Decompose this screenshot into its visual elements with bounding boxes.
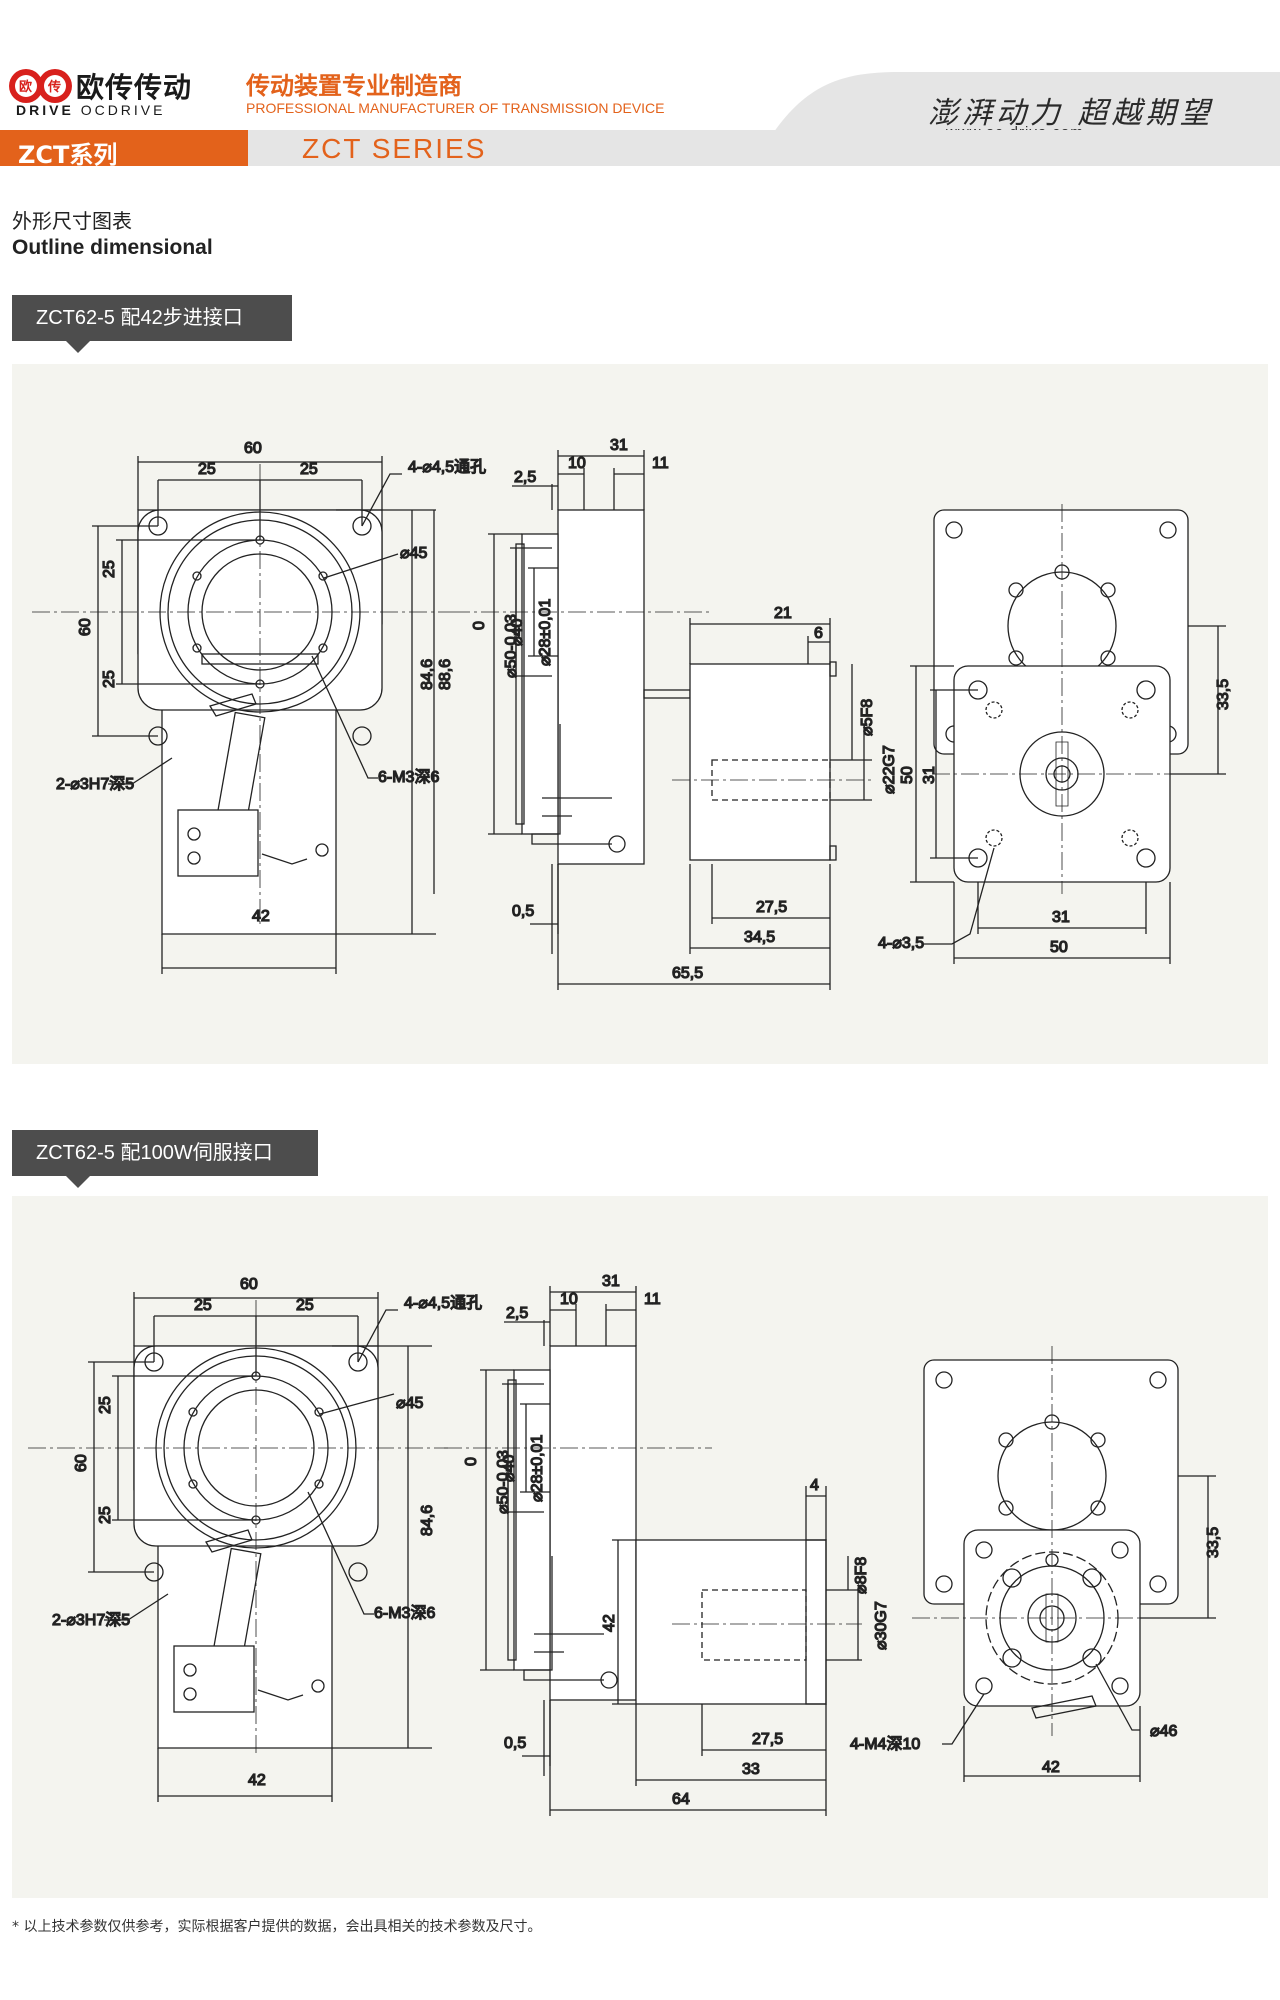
back-h1: 42: [1042, 1759, 1060, 1776]
front-side-down: 25: [97, 1506, 114, 1524]
side-right: 11: [652, 455, 669, 472]
side-dim-b: 34,5: [744, 929, 775, 946]
front-half-right: 25: [300, 461, 318, 478]
side-motor-height: 42: [601, 1614, 618, 1632]
front-pins: 2-⌀3H7深5: [52, 1611, 130, 1629]
front-half-left: 25: [198, 461, 216, 478]
drawing-tab-stepper: ZCT62-5 配42步进接口: [12, 295, 292, 341]
side-left: 10: [568, 455, 586, 472]
logo-english-rest: OCDRIVE: [80, 102, 166, 118]
front-bottom: 42: [248, 1772, 266, 1789]
side-flange: 6: [814, 625, 823, 642]
front-pins: 2-⌀3H7深5: [56, 775, 134, 793]
series-bar-orange: [0, 130, 248, 166]
drawing-panel-servo: 60 25 25 4-⌀4,5通孔 ⌀45 60 25 25 2-⌀3H7深5 …: [12, 1196, 1268, 1898]
front-through-holes: 4-⌀4,5通孔: [404, 1294, 482, 1312]
side-d2: ⌀40: [509, 618, 526, 646]
side-right: 11: [644, 1291, 661, 1308]
side-motor-width: 21: [774, 605, 792, 622]
side-offset: 0,5: [512, 903, 534, 920]
section-title-cn: 外形尺寸图表: [12, 209, 132, 233]
side-overall: 65,5: [672, 965, 703, 982]
front-half-right: 25: [296, 1297, 314, 1314]
front-threads: 6-M3深6: [374, 1604, 435, 1622]
series-label-cn: ZCT系列: [18, 141, 118, 169]
tagline-chinese: 传动装置专业制造商: [246, 72, 462, 100]
side-d3: ⌀28±0,01: [529, 1435, 546, 1502]
back-v2: 50: [899, 766, 916, 784]
footnote: * 以上技术参数仅供参考，实际根据客户提供的数据，会出具相关的技术参数及尺寸。: [12, 1919, 542, 1935]
side-view: [444, 1286, 862, 1816]
side-dim-a: 27,5: [752, 1731, 783, 1748]
side-flange: 4: [810, 1477, 819, 1494]
side-bore: ⌀8F8: [853, 1557, 870, 1594]
back-holes: 4-M4深10: [850, 1735, 920, 1753]
logo-english: DRIVE OCDRIVE: [16, 102, 165, 118]
back-holes: 4-⌀3,5: [878, 935, 924, 952]
tab-notch: [66, 341, 90, 353]
side-d1: ⌀50-0,03: [503, 614, 520, 678]
front-height-1: 84,6: [419, 1505, 436, 1536]
front-bolt-circle: ⌀45: [400, 545, 428, 562]
section-title-en: Outline dimensional: [12, 236, 213, 259]
back-v3: 31: [921, 766, 938, 784]
side-offset: 0,5: [504, 1735, 526, 1752]
side-step: 2,5: [514, 469, 536, 486]
front-view: [32, 456, 452, 974]
back-h1: 31: [1052, 909, 1070, 926]
drawing-panel-stepper: 60 25 25 4-⌀4,5通孔 ⌀45 60 25 25 2-⌀3H7深5 …: [12, 364, 1268, 1064]
back-v1: 33,5: [1215, 679, 1232, 710]
front-threads: 6-M3深6: [378, 768, 439, 786]
tagline-english: PROFESSIONAL MANUFACTURER OF TRANSMISSIO…: [246, 100, 665, 116]
front-side-down: 25: [101, 670, 118, 688]
logo-gear-icon: 欧 传: [9, 69, 72, 103]
side-step: 2,5: [506, 1305, 528, 1322]
front-width: 60: [240, 1276, 258, 1293]
front-height-2: 88,6: [437, 659, 454, 690]
back-view: [912, 1346, 1216, 1782]
back-v1: 33,5: [1205, 1527, 1222, 1558]
side-total: 31: [610, 437, 628, 454]
front-bottom: 42: [252, 908, 270, 925]
series-label-en: ZCT SERIES: [302, 133, 487, 164]
logo-english-bold: DRIVE: [16, 102, 74, 118]
side-d1: ⌀50-0,03: [495, 1450, 512, 1514]
logo-seal-1: 欧: [19, 79, 32, 94]
front-side-up: 25: [97, 1396, 114, 1414]
front-width: 60: [244, 440, 262, 457]
side-spigot: ⌀22G7: [881, 745, 898, 794]
dimension-drawing-servo: 60 25 25 4-⌀4,5通孔 ⌀45 60 25 25 2-⌀3H7深5 …: [28, 1272, 1223, 1816]
side-dim-a: 27,5: [756, 899, 787, 916]
side-zero: 0: [463, 1457, 480, 1466]
logo-chinese: 欧传传动: [76, 71, 193, 104]
side-view: [452, 450, 872, 990]
side-d2: ⌀40: [501, 1454, 518, 1482]
back-view: [910, 504, 1226, 964]
front-side-total: 60: [73, 1454, 90, 1472]
back-dia: ⌀46: [1150, 1723, 1178, 1740]
tab-notch: [66, 1176, 90, 1188]
side-zero: 0: [471, 621, 488, 630]
back-h2: 50: [1050, 939, 1068, 956]
side-spigot: ⌀30G7: [873, 1601, 890, 1650]
front-bolt-circle: ⌀45: [396, 1395, 424, 1412]
dimension-drawing-stepper: 60 25 25 4-⌀4,5通孔 ⌀45 60 25 25 2-⌀3H7深5 …: [32, 436, 1233, 990]
front-side-up: 25: [101, 560, 118, 578]
side-total: 31: [602, 1273, 620, 1290]
front-view: [28, 1292, 448, 1802]
front-side-total: 60: [77, 618, 94, 636]
side-overall: 64: [672, 1791, 690, 1808]
logo-seal-2: 传: [47, 79, 61, 94]
front-half-left: 25: [194, 1297, 212, 1314]
front-through-holes: 4-⌀4,5通孔: [408, 458, 486, 476]
side-bore: ⌀5F8: [859, 699, 876, 736]
series-bar-grey: [248, 130, 1280, 166]
side-d3: ⌀28±0,01: [537, 599, 554, 666]
side-dim-b: 33: [742, 1761, 760, 1778]
slogan: 澎湃动力 超越期望: [928, 96, 1214, 131]
front-height-1: 84,6: [419, 659, 436, 690]
side-left: 10: [560, 1291, 578, 1308]
drawing-tab-servo: ZCT62-5 配100W伺服接口: [12, 1130, 318, 1176]
